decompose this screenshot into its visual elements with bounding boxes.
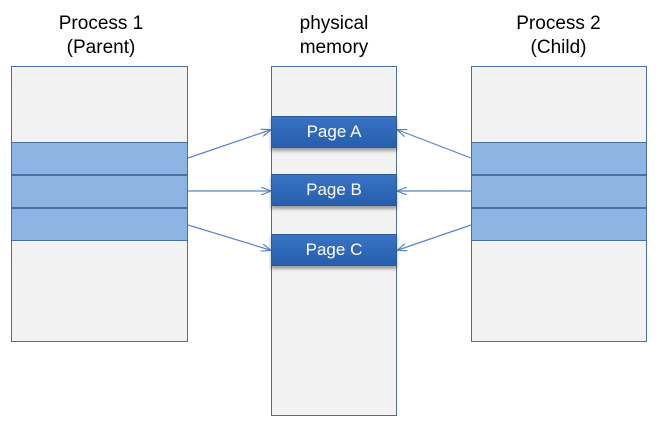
arrow-child-to-page-a [398, 130, 472, 159]
process1-title-line1: Process 1 [58, 13, 144, 34]
arrow-parent-to-page-c [187, 224, 270, 250]
arrow-parent-to-page-a [187, 130, 270, 159]
process1-page-row-a [11, 142, 188, 175]
page-b: Page B [271, 174, 397, 206]
process1-page-row-c [11, 208, 188, 241]
memory-title: physical memory [271, 12, 397, 60]
page-c: Page C [271, 234, 397, 266]
process1-title: Process 1 (Parent) [14, 12, 188, 60]
process1-title-line2: (Parent) [66, 37, 136, 58]
memory-title-line1: physical [299, 13, 369, 34]
process2-page-row-a [471, 142, 647, 175]
process2-title-line2: (Child) [530, 37, 587, 58]
process2-page-row-c [471, 208, 647, 241]
process2-title-line1: Process 2 [516, 13, 601, 34]
page-a: Page A [271, 116, 397, 148]
memory-title-line2: memory [299, 37, 369, 58]
process2-title: Process 2 (Child) [471, 12, 646, 60]
arrow-child-to-page-c [398, 224, 472, 250]
process1-page-row-b [11, 175, 188, 208]
process2-page-row-b [471, 175, 647, 208]
